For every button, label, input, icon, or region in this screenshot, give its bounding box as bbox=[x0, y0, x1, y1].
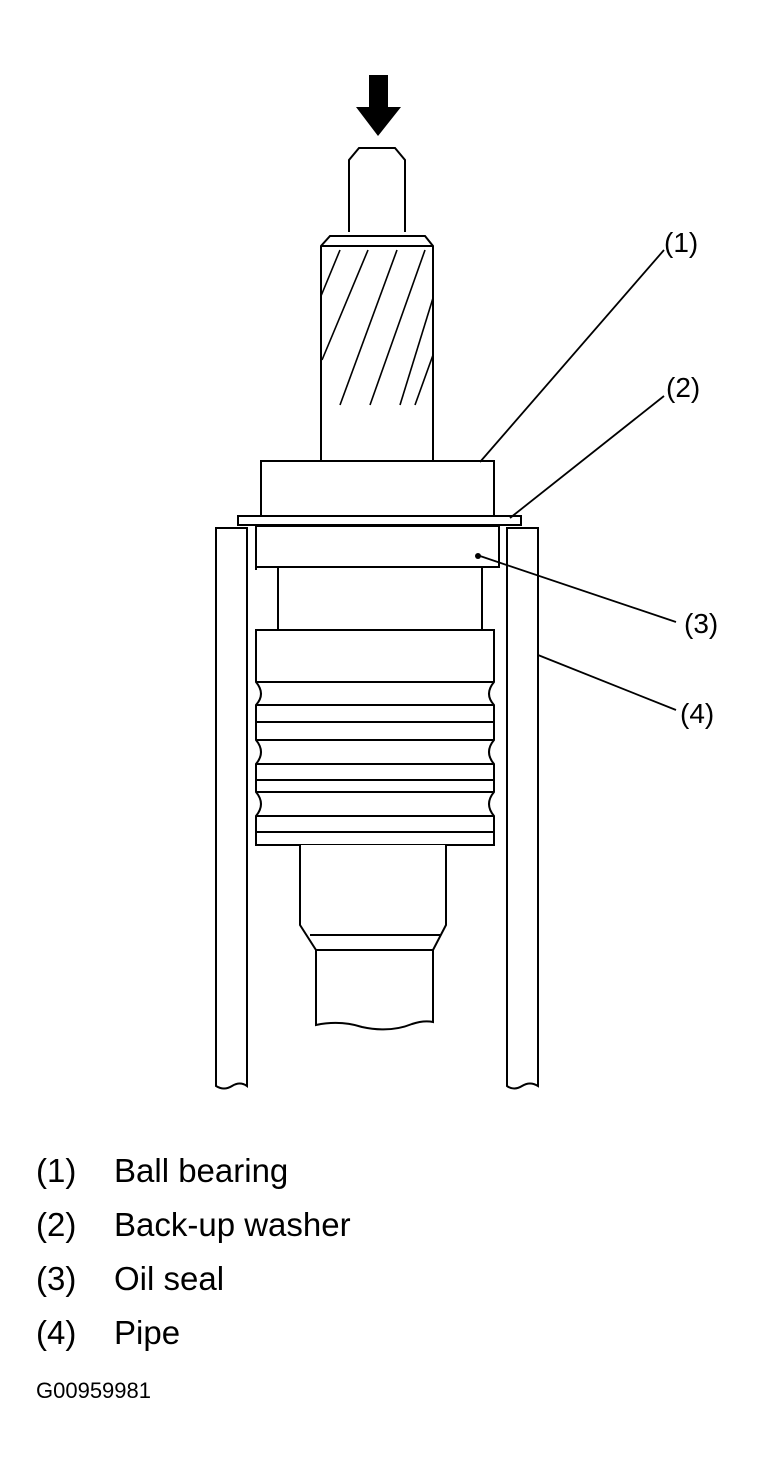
callout-2: (2) bbox=[666, 372, 700, 403]
legend-number: (1) bbox=[36, 1152, 77, 1189]
pipe bbox=[215, 527, 539, 1090]
figure-code: G00959981 bbox=[36, 1378, 151, 1403]
callout-1: (1) bbox=[664, 227, 698, 258]
legend-text: Back-up washer bbox=[114, 1206, 351, 1243]
legend-item: (4) Pipe bbox=[36, 1310, 351, 1364]
legend-number: (4) bbox=[36, 1314, 77, 1351]
legend-text: Oil seal bbox=[114, 1260, 225, 1297]
legend-item: (1) Ball bearing bbox=[36, 1148, 351, 1202]
legend-text: Pipe bbox=[114, 1314, 181, 1351]
legend-number: (2) bbox=[36, 1206, 77, 1243]
legend-number: (3) bbox=[36, 1260, 77, 1297]
legend-item: (2) Back-up washer bbox=[36, 1202, 351, 1256]
oil-seal-pointer-dot bbox=[475, 553, 481, 559]
oil-seal bbox=[255, 525, 500, 568]
back-up-washer bbox=[237, 515, 522, 526]
legend-item: (3) Oil seal bbox=[36, 1256, 351, 1310]
gear-shaft bbox=[320, 235, 434, 463]
lower-rod bbox=[299, 845, 447, 1031]
legend-text: Ball bearing bbox=[114, 1152, 289, 1189]
ball-bearing bbox=[260, 460, 495, 518]
shaft-tip bbox=[348, 147, 406, 232]
parts-legend: (1) Ball bearing (2) Back-up washer (3) Oil… bbox=[36, 1148, 351, 1364]
assembly-diagram: (1) (2) (3) (4) bbox=[215, 75, 718, 1090]
leader-lines bbox=[479, 249, 677, 711]
callout-3: (3) bbox=[684, 608, 718, 639]
piston bbox=[255, 629, 495, 846]
callout-4: (4) bbox=[680, 698, 714, 729]
press-arrow-icon bbox=[356, 75, 401, 136]
gear-teeth bbox=[320, 249, 434, 406]
